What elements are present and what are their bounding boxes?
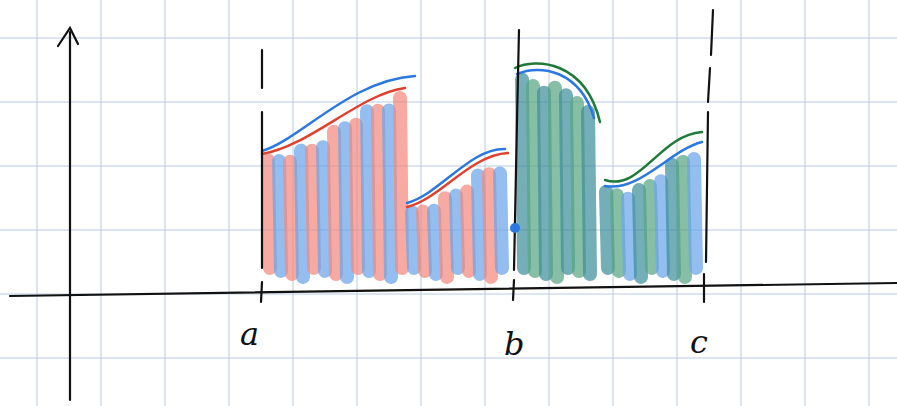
- shade-stroke: [323, 147, 325, 271]
- shade-stroke: [617, 195, 619, 271]
- shade-stroke: [378, 111, 380, 274]
- grid-line: [37, 0, 38, 406]
- red-curve: [262, 88, 405, 154]
- axis-label: c: [690, 326, 708, 358]
- axis-label: a: [240, 318, 259, 350]
- grid-line: [357, 0, 358, 406]
- shade-stroke: [500, 173, 502, 268]
- shade-stroke: [672, 165, 674, 274]
- bound-line: [513, 30, 519, 300]
- shade-stroke: [639, 190, 641, 277]
- grid-line: [0, 102, 897, 103]
- blue-curve: [517, 70, 594, 118]
- shade-stroke: [412, 212, 414, 268]
- shade-stroke: [279, 161, 281, 271]
- grid-line: [869, 0, 870, 406]
- shade-stroke: [683, 162, 685, 277]
- shade-stroke: [400, 98, 402, 268]
- grid-line: [229, 0, 230, 406]
- grid-line: [165, 0, 166, 406]
- blue-curve: [262, 76, 415, 151]
- axes: [10, 10, 897, 400]
- shade-stroke: [301, 151, 303, 277]
- shade-stroke: [434, 211, 436, 274]
- shade-stroke: [456, 196, 458, 268]
- grid-line: [805, 0, 806, 406]
- shade-stroke: [334, 132, 336, 274]
- shade-stroke: [489, 174, 491, 277]
- red-curve: [407, 153, 508, 207]
- grid-line: [0, 166, 897, 167]
- green-curve: [515, 63, 600, 122]
- grid-line: [101, 0, 102, 406]
- shade-stroke: [694, 159, 696, 268]
- blue-curve: [605, 142, 702, 187]
- shade-stroke: [356, 125, 358, 268]
- shade-stroke: [345, 128, 347, 277]
- blue-curve: [407, 149, 505, 203]
- grid-line: [0, 38, 897, 39]
- shade-stroke: [445, 198, 447, 277]
- shade-stroke: [661, 181, 663, 271]
- shade-stroke: [588, 112, 590, 274]
- shade-stroke: [650, 186, 652, 268]
- shade-stroke: [268, 160, 270, 268]
- bound-line: [261, 50, 262, 302]
- shade-stroke: [566, 95, 568, 268]
- shade-stroke: [522, 80, 524, 268]
- y-axis: [69, 32, 71, 400]
- grid-line: [741, 0, 742, 406]
- x-axis: [10, 283, 897, 296]
- curves: [262, 63, 702, 207]
- shade-stroke: [628, 199, 630, 274]
- shade-stroke: [478, 175, 480, 274]
- shade-stroke: [290, 162, 292, 274]
- grid-line: [0, 358, 897, 359]
- shade-stroke: [606, 192, 608, 268]
- arrow-head: [58, 28, 78, 46]
- shade-stroke: [423, 212, 425, 271]
- axis-label: b: [504, 328, 524, 360]
- green-curve: [605, 132, 702, 182]
- shade-stroke: [367, 111, 369, 271]
- point: [510, 223, 520, 233]
- shade-stroke: [577, 103, 579, 271]
- shade-stroke: [555, 88, 557, 277]
- shade-stroke: [533, 86, 535, 271]
- shade-stroke: [389, 110, 391, 277]
- shade-stroke: [544, 93, 546, 274]
- shade-stroke: [467, 192, 469, 271]
- shade-stroke: [312, 151, 314, 268]
- bound-line: [704, 10, 713, 302]
